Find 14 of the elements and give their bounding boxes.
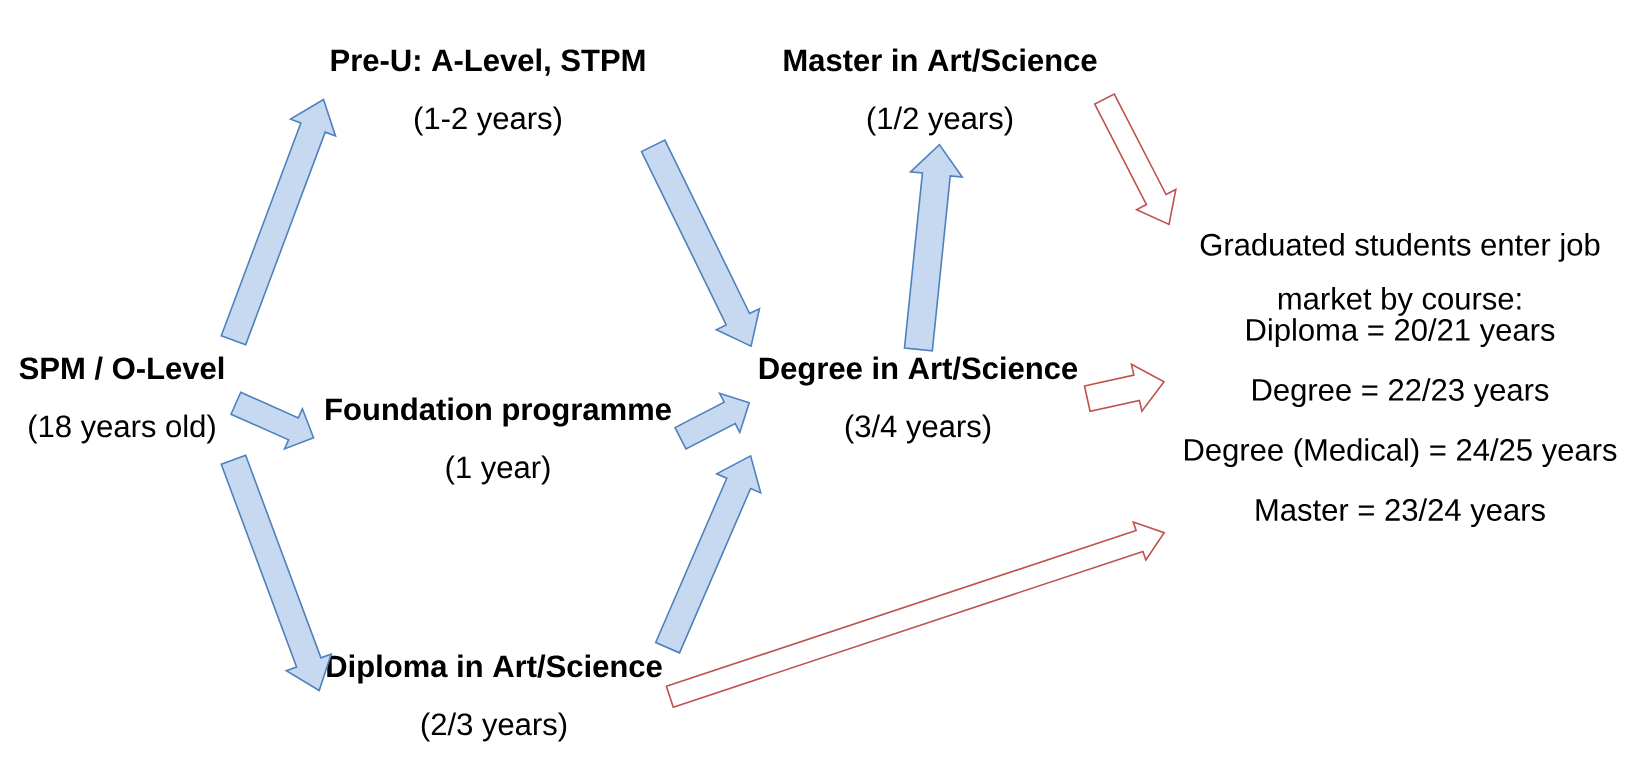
block-arrow (1083, 362, 1166, 414)
block-arrow (1093, 93, 1177, 226)
stage-label: Pre-U: A-Level, STPM (1-2 years) (331, 48, 645, 136)
info-text: Graduated students enter job market by course: Diploma = 20/21 years Degree = 22/23 years Degree (Medical) = 24/25 years Master = 23/24 years (1185, 232, 1617, 528)
stage-label: Master in Art/Science (1/2 years) (784, 48, 1097, 136)
block-arrow (654, 454, 762, 654)
block-arrow (220, 98, 337, 346)
stage-label: Foundation programme (1 year) (326, 397, 671, 485)
stage-label: SPM / O-Level (18 years old) (19, 356, 224, 444)
block-arrow (220, 454, 333, 692)
block-arrow (640, 139, 761, 348)
block-arrow (903, 143, 964, 352)
stage-label: Degree in Art/Science (3/4 years) (759, 356, 1078, 444)
stage-label: Diploma in Art/Science (2/3 years) (327, 654, 662, 742)
